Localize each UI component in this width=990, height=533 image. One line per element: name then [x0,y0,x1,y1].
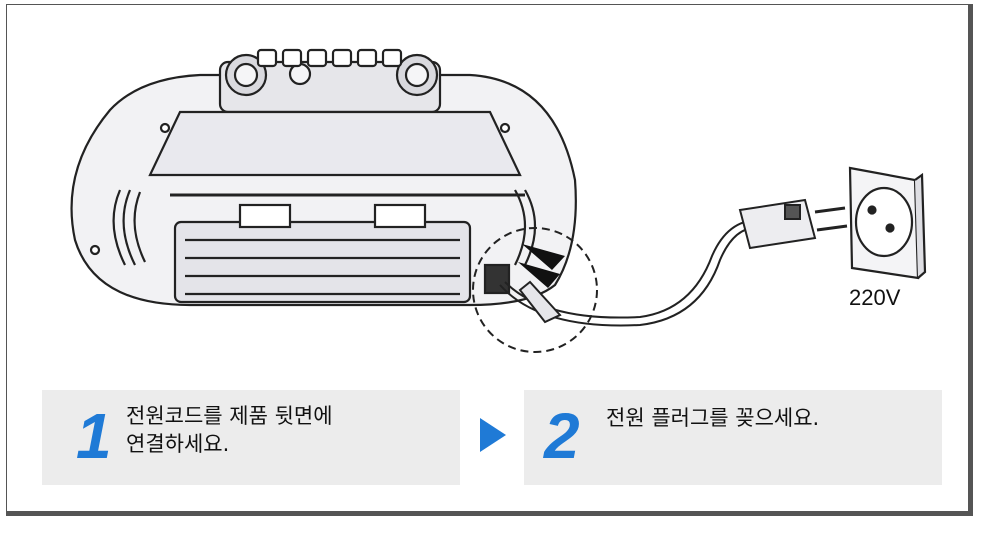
power-plug-icon [738,198,848,250]
wall-outlet-icon [848,166,927,280]
step-1-box: 1 전원코드를 제품 뒷면에 연결하세요. [42,390,460,485]
step-2-line-1: 전원 플러그를 꽂으세요. [606,406,820,430]
step-1-text: 전원코드를 제품 뒷면에 연결하세요. [126,402,333,458]
step-1-number: 1 [76,400,112,472]
next-step-arrow-icon [480,418,506,452]
step-1-line-2: 연결하세요. [126,432,230,456]
step-2-text: 전원 플러그를 꽂으세요. [606,404,819,432]
step-2-box: 2 전원 플러그를 꽂으세요. [524,390,942,485]
cassette-radio-body [70,48,577,307]
step-1-line-1: 전원코드를 제품 뒷면에 [126,404,333,428]
voltage-label: 220V [849,285,901,310]
push-arrow-icon [518,244,565,288]
step-2-number: 2 [544,400,580,472]
power-cord [499,218,761,327]
detail-circle [472,227,598,353]
